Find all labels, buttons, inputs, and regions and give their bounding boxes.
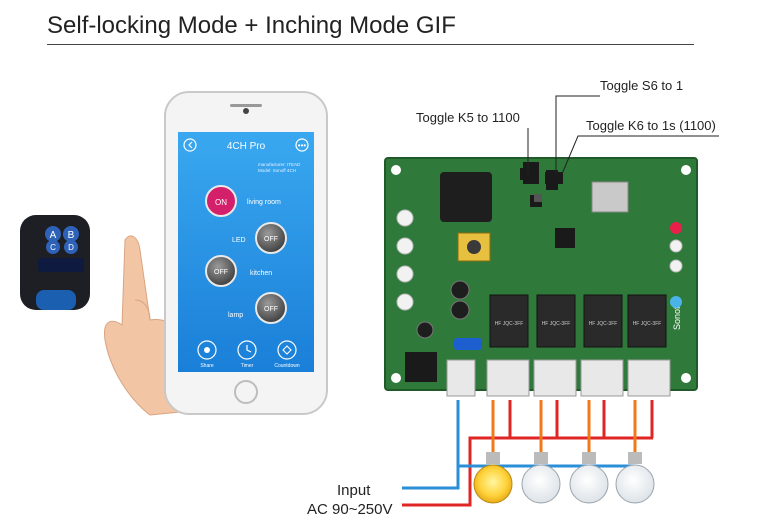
relay-3-label: HF JQC-3FF bbox=[589, 321, 618, 327]
page-title: Self-locking Mode + Inching Mode GIF bbox=[47, 12, 456, 39]
channel-2-name: LED bbox=[232, 237, 246, 244]
callout-k6: Toggle K6 to 1s (1100) bbox=[586, 118, 716, 133]
callout-k5: Toggle K5 to 1100 bbox=[416, 110, 520, 125]
relay-2-label: HF JQC-3FF bbox=[542, 321, 571, 327]
more-icon[interactable] bbox=[295, 138, 309, 152]
manufacturer-text: manufacturer: ITEAD bbox=[258, 162, 301, 167]
power-voltage-label: AC 90~250V bbox=[307, 501, 392, 518]
tab-share[interactable]: Share bbox=[200, 363, 214, 369]
bulb-1-lit bbox=[473, 452, 513, 504]
channel-4-state: OFF bbox=[264, 306, 278, 313]
power-input-label: Input bbox=[337, 482, 371, 499]
remote-button-a[interactable] bbox=[45, 226, 61, 242]
back-icon[interactable] bbox=[183, 138, 197, 152]
channel-1-toggle[interactable] bbox=[205, 185, 237, 217]
board-button-3[interactable] bbox=[396, 265, 414, 283]
channel-2-toggle[interactable] bbox=[255, 222, 287, 254]
callout-s6: Toggle S6 to 1 bbox=[600, 78, 683, 93]
remote-label-a: A bbox=[50, 230, 57, 241]
relay-4-label: HF JQC-3FF bbox=[633, 321, 662, 327]
app-title: 4CH Pro bbox=[227, 141, 266, 152]
channel-3-toggle[interactable] bbox=[205, 255, 237, 287]
timer-icon[interactable] bbox=[237, 340, 257, 360]
remote-label-d: D bbox=[68, 243, 74, 252]
smartphone: 4CH Pro ••• manufacturer: ITEAD Model: S… bbox=[164, 91, 328, 415]
bulb-3 bbox=[569, 452, 609, 504]
board-button-2[interactable] bbox=[396, 237, 414, 255]
board-button-4[interactable] bbox=[396, 293, 414, 311]
bulb-4 bbox=[615, 452, 655, 504]
bulb-2 bbox=[521, 452, 561, 504]
channel-4-name: lamp bbox=[228, 312, 243, 319]
remote-control: A B C D bbox=[20, 215, 90, 310]
remote-label-b: B bbox=[68, 230, 75, 241]
relay-1-label: HF JQC-3FF bbox=[495, 321, 524, 327]
remote-label-c: C bbox=[50, 243, 56, 252]
remote-button-b[interactable] bbox=[63, 226, 79, 242]
channel-1-state: ON bbox=[215, 198, 227, 207]
channel-2-state: OFF bbox=[264, 236, 278, 243]
channel-4-toggle[interactable] bbox=[255, 292, 287, 324]
remote-button-d[interactable] bbox=[64, 240, 78, 254]
remote-button-c[interactable] bbox=[46, 240, 60, 254]
channel-1-name: living room bbox=[247, 199, 281, 206]
tab-countdown[interactable]: Countdown bbox=[274, 363, 300, 369]
title-underline bbox=[47, 44, 694, 45]
dip-switch-k6[interactable] bbox=[546, 170, 558, 190]
share-icon[interactable] bbox=[197, 340, 217, 360]
home-button[interactable] bbox=[234, 380, 258, 404]
relay-board: HF JQC-3FF HF JQC-3FF HF JQC-3FF HF JQC-… bbox=[384, 157, 698, 397]
callout-lines bbox=[527, 95, 719, 175]
countdown-icon[interactable] bbox=[277, 340, 297, 360]
model-text: Model: Sonoff 4CH bbox=[258, 168, 296, 173]
board-button-1[interactable] bbox=[396, 209, 414, 227]
svg-text:•••: ••• bbox=[298, 141, 307, 150]
channel-3-name: kitchen bbox=[250, 270, 272, 277]
switch-s6[interactable] bbox=[534, 194, 542, 202]
dip-switch-k5[interactable] bbox=[523, 162, 539, 184]
channel-3-state: OFF bbox=[214, 269, 228, 276]
tab-timer[interactable]: Timer bbox=[241, 363, 254, 369]
brand-label: Sonoff bbox=[672, 304, 682, 330]
phone-screen bbox=[178, 132, 314, 372]
